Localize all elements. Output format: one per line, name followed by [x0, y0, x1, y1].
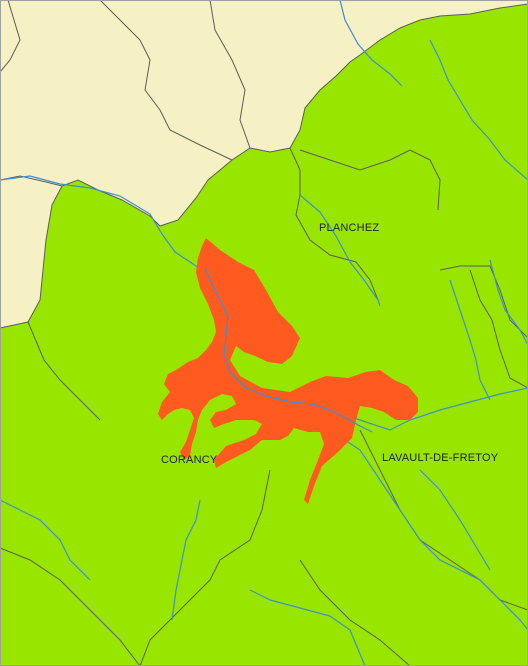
boundary-south-4: [299, 559, 411, 666]
label-corancy: CORANCY: [161, 454, 218, 466]
river-south-mid: [249, 589, 366, 666]
river-west: [0, 499, 91, 581]
river-ne: [429, 39, 528, 181]
river-east-2: [489, 259, 528, 346]
boundary-north-east: [299, 149, 441, 211]
boundary-nw-2: [99, 0, 233, 161]
river-east-1: [449, 279, 491, 401]
boundary-nw-4: [0, 175, 63, 187]
boundary-south-2: [139, 469, 271, 666]
boundary-south-3: [0, 547, 141, 666]
boundary-east-1: [469, 269, 528, 389]
label-planchez: PLANCHEZ: [319, 222, 380, 234]
boundary-nw-1: [0, 0, 21, 73]
river-lavault: [329, 429, 528, 631]
river-top: [339, 0, 403, 87]
label-lavault-de-fretoy: LAVAULT-DE-FRETOY: [382, 452, 499, 464]
boundary-north-split: [289, 147, 379, 301]
river-planchez: [299, 194, 381, 307]
river-south-west: [171, 499, 201, 621]
river-south-east: [419, 469, 491, 571]
river-through-zone: [204, 267, 373, 433]
boundary-west-inner: [27, 321, 101, 421]
boundary-nw-3: [209, 0, 251, 149]
highlight-zone[interactable]: [158, 238, 418, 504]
